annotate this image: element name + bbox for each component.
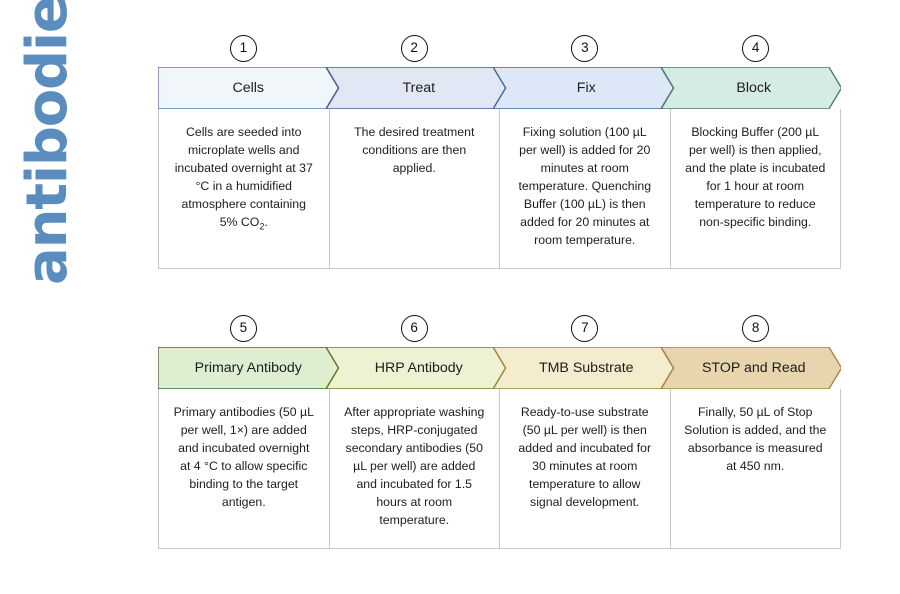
chevron-step-8[interactable]: STOP and Read [660,347,841,389]
step-number-track-2: 5 6 7 8 [158,312,841,344]
description-text: The desired treatment conditions are the… [354,125,475,176]
chevron-label: Cells [232,80,265,96]
chevron-label: Block [736,80,772,96]
step-number-cell: 2 [329,32,500,64]
description-text: Blocking Buffer (200 µL per well) is the… [685,125,826,230]
step-number-badge: 6 [400,314,428,342]
description-panel-6: After appropriate washing steps, HRP-con… [330,389,500,548]
description-panel-2: The desired treatment conditions are the… [330,109,500,268]
protocol-row-1: 1 2 3 4 Cells Treat Fix Block Cells are seeded… [158,32,841,269]
chevron-label: Treat [402,80,436,96]
step-number-badge: 8 [742,314,770,342]
description-panel-7: Ready-to-use substrate (50 µL per well) … [500,389,671,548]
chevron-step-6[interactable]: HRP Antibody [325,347,506,389]
chevron-label: Fix [576,80,596,96]
brand-logo-word: antibodies [15,0,80,285]
chevron-track-2: Primary Antibody HRP Antibody TMB Substrat… [158,347,841,389]
step-number-badge: 2 [400,34,428,62]
chevron-step-1[interactable]: Cells [158,67,339,109]
step-number-badge: 1 [229,34,257,62]
chevron-label: Primary Antibody [194,360,302,376]
description-panel-4: Blocking Buffer (200 µL per well) is the… [671,109,841,268]
step-number-cell: 5 [158,312,329,344]
chevron-step-7[interactable]: TMB Substrate [493,347,674,389]
chevron-label: HRP Antibody [374,360,463,376]
chevron-label: TMB Substrate [538,360,634,376]
step-number-track-1: 1 2 3 4 [158,32,841,64]
step-number-badge: 3 [571,34,599,62]
step-number-cell: 1 [158,32,329,64]
description-text: Primary antibodies (50 µL per well, 1×) … [173,405,314,510]
description-text: After appropriate washing steps, HRP-con… [344,405,485,528]
description-text: Finally, 50 µL of Stop Solution is added… [684,405,827,474]
description-panel-5: Primary antibodies (50 µL per well, 1×) … [159,389,330,548]
step-number-cell: 8 [670,312,841,344]
chevron-step-3[interactable]: Fix [493,67,674,109]
step-number-badge: 7 [571,314,599,342]
description-text: Cells are seeded into microplate wells a… [174,125,313,232]
description-text: Fixing solution (100 µL per well) is add… [518,125,652,248]
description-panel-3: Fixing solution (100 µL per well) is add… [500,109,671,268]
description-panels-2: Primary antibodies (50 µL per well, 1×) … [158,389,841,549]
step-number-badge: 4 [742,34,770,62]
step-number-cell: 3 [500,32,671,64]
brand-logo: antibodies .com [15,0,130,285]
step-number-cell: 6 [329,312,500,344]
step-number-cell: 7 [500,312,671,344]
protocol-row-2: 5 6 7 8 Primary Antibody HRP Antibody TMB Sub… [158,312,841,549]
step-number-cell: 4 [670,32,841,64]
chevron-step-4[interactable]: Block [660,67,841,109]
chevron-track-1: Cells Treat Fix Block [158,67,841,109]
chevron-step-2[interactable]: Treat [325,67,506,109]
description-text: Ready-to-use substrate (50 µL per well) … [518,405,652,510]
description-panel-1: Cells are seeded into microplate wells a… [159,109,330,268]
description-panels-1: Cells are seeded into microplate wells a… [158,109,841,269]
description-panel-8: Finally, 50 µL of Stop Solution is added… [671,389,841,548]
chevron-step-5[interactable]: Primary Antibody [158,347,339,389]
chevron-label: STOP and Read [701,360,806,376]
step-number-badge: 5 [229,314,257,342]
